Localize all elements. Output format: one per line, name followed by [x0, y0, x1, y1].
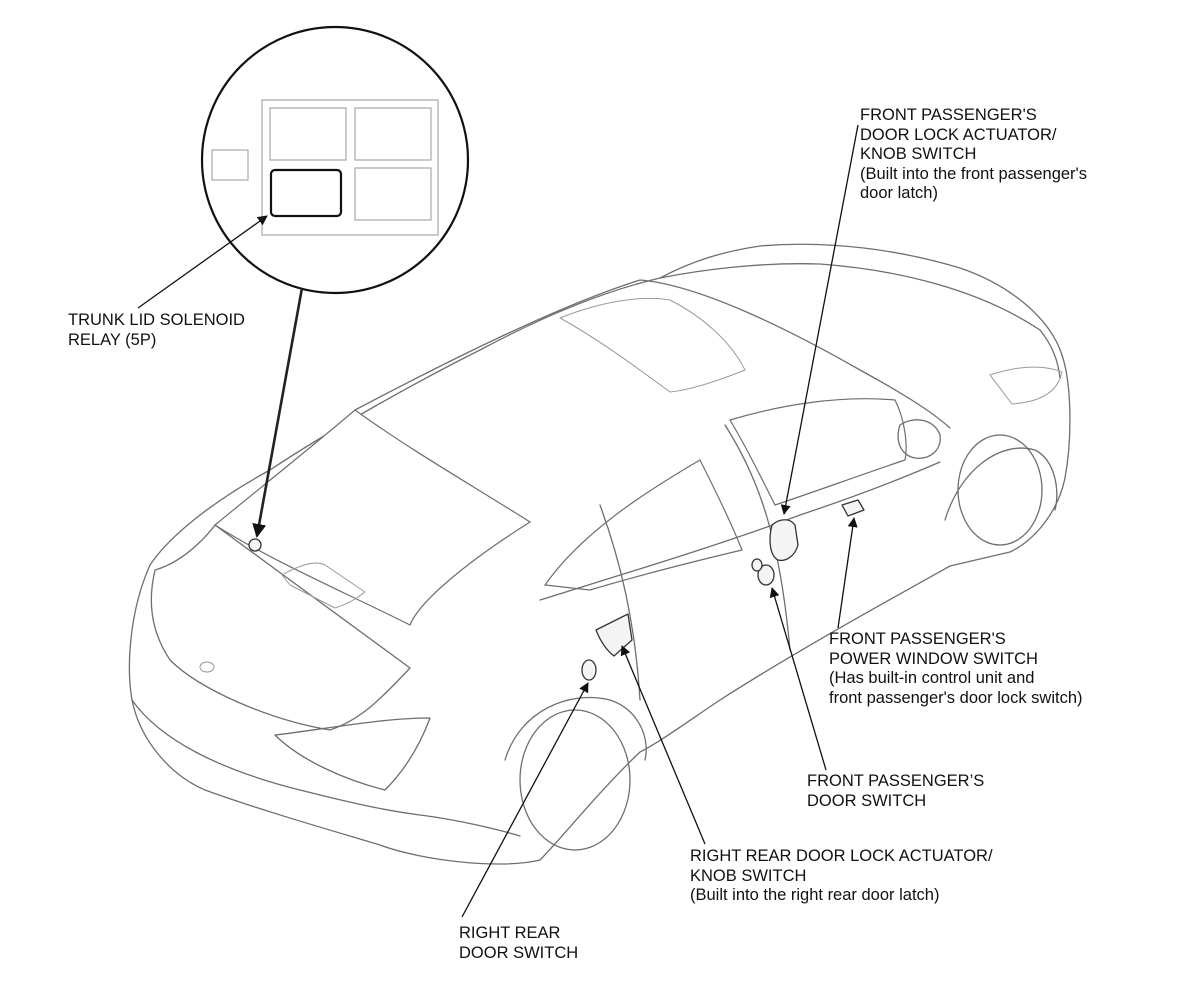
- car-body-illustration: [128, 243, 1071, 865]
- fp-door-switch: [757, 564, 775, 586]
- label-trunk-lid-solenoid-relay: TRUNK LID SOLENOID RELAY (5P): [68, 311, 245, 349]
- leader-relay-location: [252, 287, 304, 538]
- leader-fp-window-switch: [837, 517, 858, 629]
- label-fp-door-switch: FRONT PASSENGER’S DOOR SWITCH: [807, 772, 985, 810]
- trunk-spoiler: [281, 562, 366, 609]
- label-fp-door-lock-actuator: FRONT PASSENGER'S DOOR LOCK ACTUATOR/ KN…: [860, 106, 1087, 202]
- front-door-edge: [724, 424, 791, 651]
- rear-windshield: [213, 409, 532, 626]
- front-wheel-arch: [944, 447, 1058, 521]
- leader-fp-door-switch: [769, 587, 827, 771]
- front-wheel: [957, 434, 1043, 546]
- leader-rr-lock-actuator: [620, 645, 706, 845]
- fp-power-window-switch: [841, 499, 865, 517]
- roof-line: [354, 279, 951, 429]
- headlight: [989, 366, 1063, 405]
- rear-side-window: [543, 459, 743, 591]
- rr-door-lock-actuator: [595, 613, 633, 657]
- fp-door-switch-plunger: [751, 558, 763, 572]
- taillight: [274, 717, 431, 791]
- trunk-relay-location-marker: [248, 538, 262, 552]
- leader-relay-inset: [137, 215, 268, 309]
- relay-slot-3: [354, 167, 432, 221]
- hood: [659, 263, 1061, 379]
- car-outline: [128, 243, 1071, 865]
- leader-fp-lock-actuator: [780, 124, 859, 515]
- side-mirror: [897, 419, 941, 459]
- label-rr-door-lock-actuator: RIGHT REAR DOOR LOCK ACTUATOR/ KNOB SWIT…: [690, 847, 993, 904]
- rear-emblem: [199, 661, 215, 673]
- sunroof: [559, 297, 746, 393]
- relay-slot-2: [354, 107, 432, 161]
- relay-slot-1: [269, 107, 347, 161]
- rear-bumper: [131, 699, 521, 837]
- relay-box-inset: [200, 25, 470, 295]
- fp-door-lock-actuator: [769, 519, 799, 562]
- rear-wheel: [519, 709, 631, 851]
- rear-wheel-arch: [504, 696, 647, 761]
- label-rr-door-switch: RIGHT REAR DOOR SWITCH: [459, 924, 579, 962]
- rr-door-switch: [581, 659, 597, 681]
- front-side-window: [729, 398, 907, 506]
- rear-door-edge: [599, 504, 641, 701]
- relay-box-clip: [211, 149, 249, 181]
- trunk-lid-solenoid-relay: [269, 168, 343, 218]
- leader-rr-door-switch: [461, 682, 589, 918]
- label-fp-power-window-switch: FRONT PASSENGER'S POWER WINDOW SWITCH (H…: [829, 630, 1083, 707]
- leader-lines: [137, 124, 859, 918]
